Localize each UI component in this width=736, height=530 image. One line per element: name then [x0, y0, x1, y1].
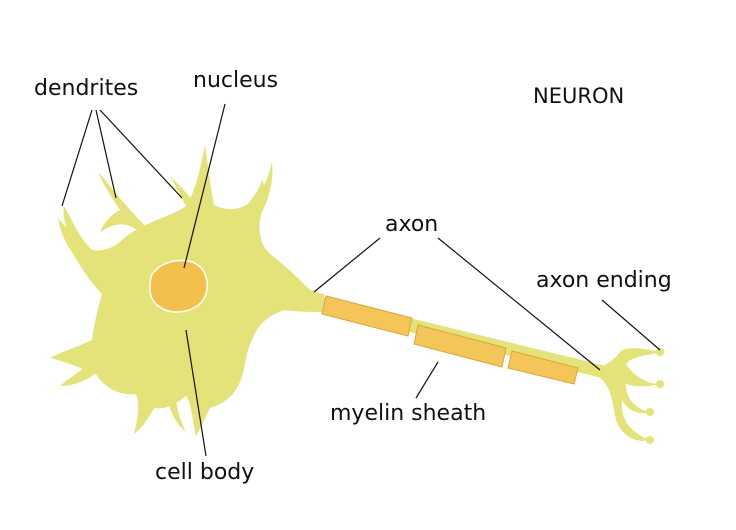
axon-terminal-bulb-2: [656, 380, 664, 388]
cell-body-leader: [185, 329, 207, 457]
axon-ending-label: axon ending: [536, 268, 672, 293]
diagram-title: NEURON: [533, 84, 625, 108]
axon-label: axon: [385, 212, 439, 237]
axon-hillock: [286, 280, 324, 312]
axon-terminal-shape: [596, 348, 660, 441]
axon-ending-leader: [601, 299, 661, 351]
axon-terminal-bulb-1: [656, 348, 664, 356]
dendrites-leader-2: [95, 109, 117, 199]
nucleus-shape: [149, 259, 208, 313]
axon-leader-1: [313, 237, 381, 293]
dendrite-branch-right-top: [236, 180, 266, 222]
dendrites-label: dendrites: [34, 76, 139, 101]
axon-terminal: [596, 348, 664, 444]
myelin-segment-1: [321, 295, 413, 337]
myelin-sheath-label: myelin sheath: [330, 401, 487, 426]
dendrite-branch-upper: [98, 172, 152, 240]
dendrite-branch-top: [170, 176, 192, 206]
axon-terminal-bulb-3: [646, 408, 654, 416]
axon-terminal-bulb-4: [646, 436, 654, 444]
dendrite-branch-bottom: [168, 400, 186, 432]
myelin-segment-2: [413, 324, 507, 368]
dendrites-leader-3: [99, 109, 183, 199]
leader-lines: [61, 103, 661, 457]
axon: [318, 295, 606, 385]
dendrite-branch-left: [63, 206, 94, 262]
nucleus-leader: [183, 103, 226, 269]
dendrites-leader-1: [61, 109, 93, 207]
cell-body-label: cell body: [155, 460, 255, 485]
axon-leader-2: [437, 237, 601, 371]
myelin-segment-3: [507, 350, 579, 385]
cell-body: [50, 145, 326, 436]
dendrite-branch-bottom-left: [60, 360, 100, 386]
myelin-sheath-leader: [415, 361, 439, 399]
nucleus-label: nucleus: [193, 68, 279, 93]
